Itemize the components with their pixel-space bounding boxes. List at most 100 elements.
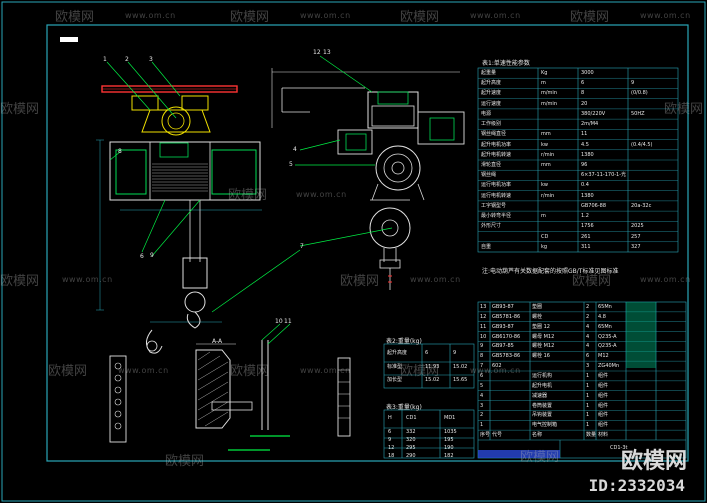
parts-table-cell: GB97-85 [492, 343, 514, 350]
spec-table-cell: 运行电机功率 [481, 182, 512, 189]
detail-table-cell: 190 [444, 445, 454, 451]
spec-table-cell: 96 [581, 162, 588, 168]
callout-label: 2 [125, 56, 129, 63]
parts-table-cell: 1 [586, 392, 590, 399]
spec-table-cell: 起升高度 [481, 80, 502, 87]
parts-table-cell: 运行机构 [532, 373, 553, 379]
detail-table-cell: 18 [388, 453, 395, 459]
spec-table-cell: 起升电机功率 [481, 141, 512, 148]
parts-table-cell: 组件 [598, 382, 609, 389]
watermark-url: www.om.cn [62, 275, 113, 284]
detail-table-header: MD1 [444, 415, 456, 421]
parts-table-cell: 组件 [598, 373, 609, 379]
parts-table-cell: 4 [480, 392, 484, 399]
spec-table-cell: 261 [581, 233, 591, 240]
spec-table-cell: 1756 [581, 223, 594, 230]
spec-table-cell: Kg [541, 70, 548, 76]
spec-table-cell: 钢丝绳 [481, 172, 497, 179]
spec-table-cell: GB706-88 [581, 202, 607, 209]
weight-table-cell: 加长型 [387, 377, 403, 383]
parts-table-cell: 3 [586, 363, 590, 370]
spec-table-cell: 2m/M4 [581, 121, 599, 128]
weight-table-cell: 11.93 [425, 364, 440, 370]
callout-label: 6 [140, 253, 144, 260]
spec-table-cell: 运行电机转速 [481, 192, 512, 199]
callout-label: 12 [313, 49, 321, 56]
weight-table-header: 起升高度 [387, 350, 408, 356]
parts-table-cell: 4 [586, 323, 590, 330]
spec-table-cell: (0.4/4.5) [631, 141, 653, 148]
spec-table-cell: 外形尺寸 [481, 223, 502, 230]
watermark-url: www.om.cn [470, 366, 521, 375]
spec-table-cell: 1380 [581, 192, 594, 199]
parts-table-cell: M12 [598, 353, 609, 360]
watermark-url: www.om.cn [410, 275, 461, 284]
detail-table-cell: 12 [388, 445, 395, 451]
detail-table-cell: 1035 [444, 429, 457, 435]
watermark-url: www.om.cn [470, 11, 521, 20]
parts-table-cell: 螺栓 M12 [532, 343, 555, 350]
spec-table-cell: r/min [541, 192, 555, 199]
watermark: 欧模网 [165, 454, 205, 469]
spec-table-cell: r/min [541, 151, 555, 158]
weight-table-cell: 标准型 [387, 364, 403, 370]
spec-table-cell: 3000 [581, 70, 594, 76]
watermark: 欧模网 [520, 450, 560, 465]
spec-table-cell: 50HZ [631, 110, 645, 117]
parts-table-cell: 11 [480, 323, 487, 330]
parts-table-cell: 3 [480, 402, 484, 409]
parts-table-cell: 组件 [598, 412, 609, 419]
watermark: 欧模网 [400, 10, 440, 25]
spec-table-cell: CD [541, 233, 549, 240]
callout-label: 5 [289, 161, 293, 168]
watermark: 欧模网 [0, 102, 40, 117]
title-strip [478, 450, 560, 458]
spec-table-cell: kw [541, 141, 548, 148]
spec-table-cell: mm [541, 131, 551, 138]
spec-table-cell: 20a-32c [631, 202, 652, 209]
parts-table-cell: 数量 [586, 432, 597, 439]
spec-table-cell: 最小转弯半径 [481, 213, 512, 220]
detail-table-header: H [388, 415, 392, 421]
spec-table-cell: 257 [631, 233, 641, 240]
parts-table-cell: GB5783-86 [492, 353, 521, 360]
footnote: 注:电动葫芦有关数据配套的按照GB/T标准见图标准 [482, 268, 619, 275]
spec-table-cell: 9 [631, 80, 635, 87]
front-view [96, 61, 301, 354]
spec-table-cell: 311 [581, 243, 591, 250]
watermark-url: www.om.cn [300, 11, 351, 20]
parts-table-cell: 4 [586, 343, 590, 350]
parts-table-cell: 减速器 [532, 392, 548, 399]
watermark-url: www.om.cn [640, 275, 691, 284]
spec-table-cell: 0.4 [581, 182, 589, 189]
detail-table-cell: 295 [406, 445, 416, 451]
parts-table-cell: 名称 [532, 432, 543, 439]
watermark: 欧模网 [228, 188, 268, 203]
callout-label: 9 [150, 252, 154, 259]
parts-table-cell: 序号 [480, 432, 491, 439]
parts-table-cell: ZG40Mn [598, 363, 620, 370]
parts-table-cell: 65Mn [598, 304, 612, 310]
spec-table-cell: 327 [631, 243, 641, 250]
spec-table-cell: kw [541, 182, 548, 189]
spec-table-cell: m [541, 213, 546, 220]
weight-table-cell: 15.65 [453, 377, 468, 383]
parts-table-cell: 5 [480, 382, 484, 389]
parts-table-cell: Q235-A [598, 343, 617, 350]
weight-table-header: 9 [453, 350, 457, 356]
parts-table-cell: 1 [586, 412, 590, 419]
section-views [109, 323, 351, 451]
parts-table-cell: 602 [492, 363, 502, 370]
watermark-url: www.om.cn [300, 366, 351, 375]
parts-table-cell: 电气控制箱 [532, 422, 558, 429]
parts-table-cell: 4.8 [598, 313, 606, 320]
watermark: 欧模网 [570, 10, 610, 25]
spec-table-cell: 2025 [631, 223, 644, 230]
watermark-url: www.om.cn [296, 190, 347, 199]
spec-table-cell: 起升电机转速 [481, 151, 512, 158]
parts-table-cell: 9 [480, 343, 484, 350]
parts-table-cell: 1 [586, 382, 590, 389]
parts-table-cell: GB93-87 [492, 304, 514, 310]
parts-table-cell: 8 [480, 353, 484, 360]
